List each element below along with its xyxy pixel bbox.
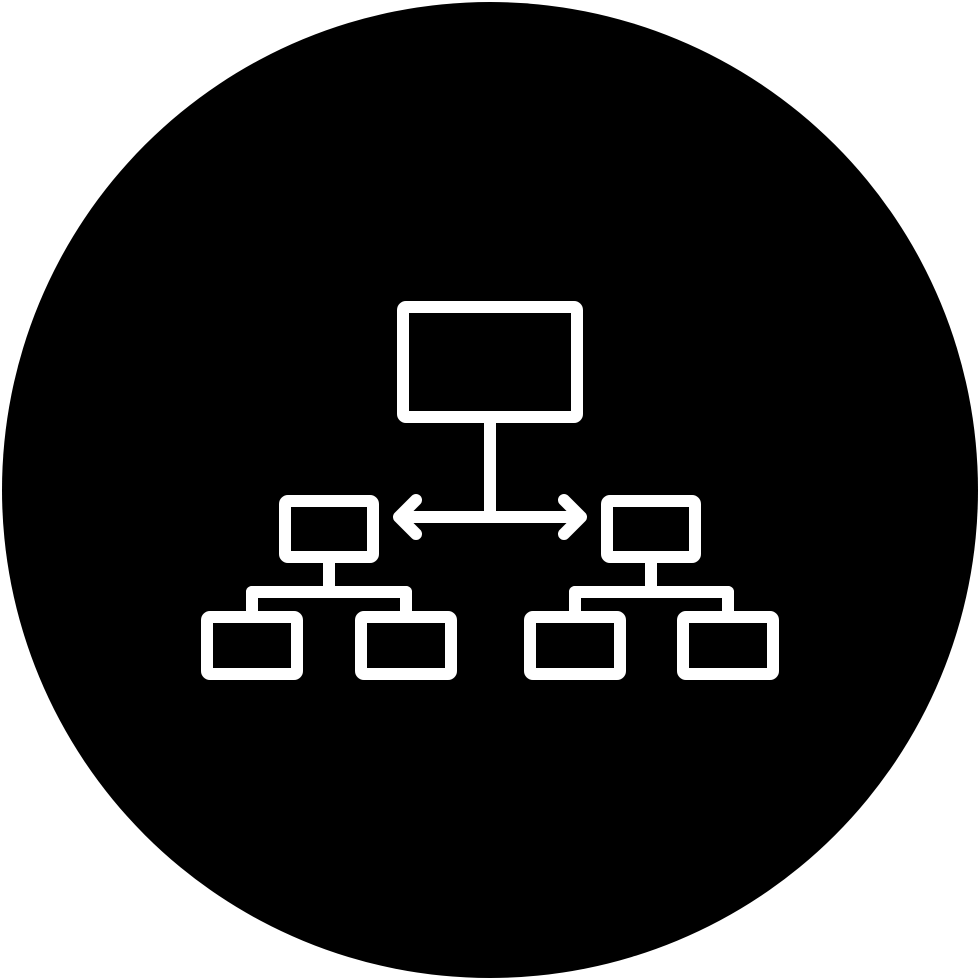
hierarchy-diagram (201, 301, 779, 680)
right-arrowhead-icon (558, 494, 587, 540)
left-arrowhead-icon (393, 494, 422, 540)
right-group-child-box-1 (524, 611, 626, 680)
right-group-child-box-2 (677, 611, 779, 680)
left-group-child-box-2 (355, 611, 457, 680)
left-group-child-box-1 (201, 611, 303, 680)
